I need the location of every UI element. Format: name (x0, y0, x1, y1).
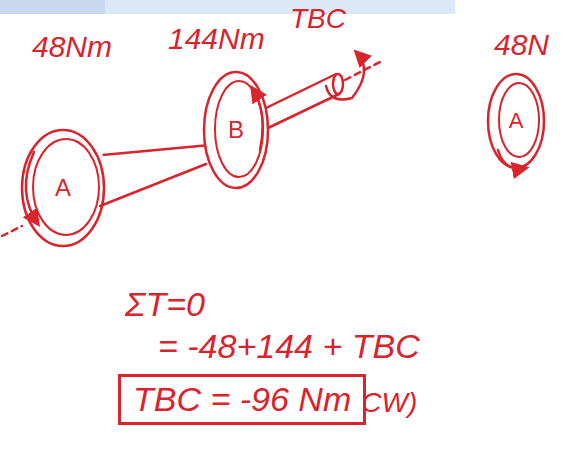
shaft-line (266, 74, 336, 108)
disc-letter: A (55, 175, 71, 201)
disc-rim (488, 74, 544, 168)
shaft-line (100, 164, 206, 206)
disc-a: A (20, 128, 106, 248)
shaft-connector (103, 146, 205, 155)
torque-value: 48N (494, 28, 549, 61)
disc-b: B (202, 70, 270, 190)
axis-line (2, 226, 22, 236)
header-bar (0, 0, 105, 14)
shaft-end (333, 74, 343, 94)
disc-rim (22, 130, 104, 246)
disc-a: A (486, 72, 546, 170)
disc-rim (215, 81, 263, 177)
torque-value: 48Nm (32, 30, 112, 63)
disc-letter: A (509, 109, 524, 133)
torque-value: 144Nm (168, 22, 265, 55)
result-text: TBC = -96 Nm (133, 381, 351, 418)
torque-name: TBC (290, 4, 346, 35)
result-box: TBC = -96 Nm (118, 374, 366, 425)
header-bar (0, 0, 455, 14)
equation: = -48+144 + TBC (158, 328, 420, 365)
disc-rim (204, 72, 268, 188)
shaft-line (268, 94, 339, 128)
disc-rim (499, 83, 539, 157)
disc-letter: B (228, 117, 244, 143)
equation: ΣT=0 (125, 286, 205, 323)
torque-arrow (26, 152, 38, 224)
disc-rim (33, 139, 99, 235)
torque-arrow (326, 52, 364, 100)
